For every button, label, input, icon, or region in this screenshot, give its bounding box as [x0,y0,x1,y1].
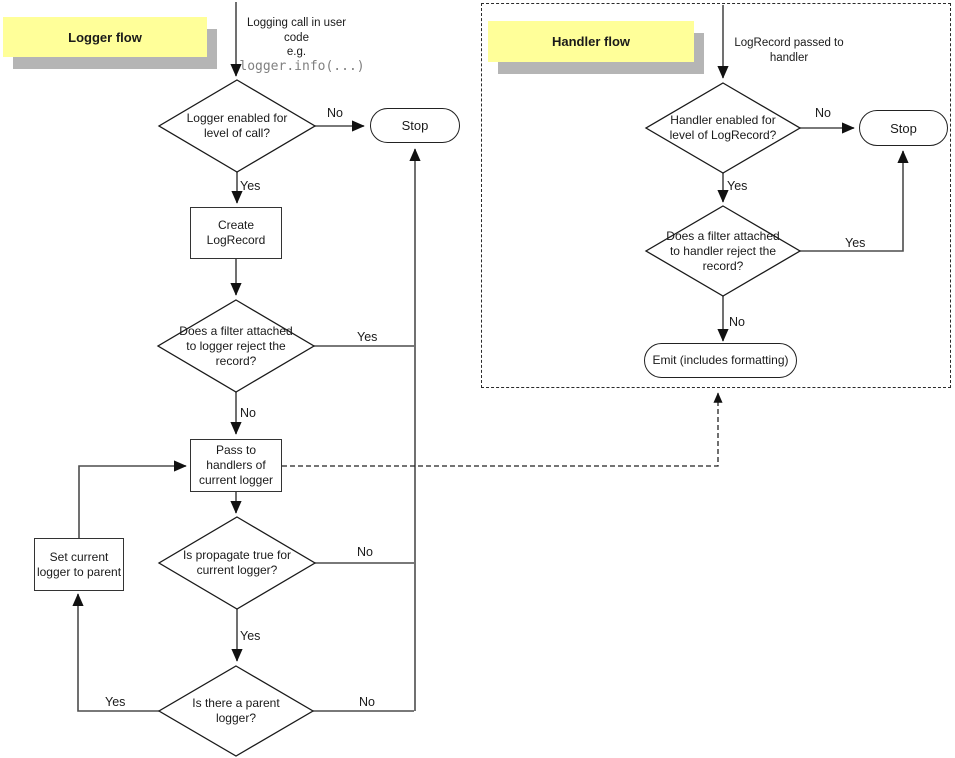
label-handler-enabled: Handler enabled for level of LogRecord? [669,113,777,142]
edge-pass-to-handler-flow-dashed [282,392,723,467]
decision-handler-filter [644,205,802,297]
decision-logger-filter [156,299,316,393]
label-parent-logger: Is there a parent logger? [192,696,280,725]
edge-label-filter-yes: Yes [357,330,378,344]
logger-start-text: Logging call in user code e.g. [246,17,347,58]
edge-parent-yes-to-setparent [72,593,159,712]
edge-label-handler-filter-no: No [729,315,745,329]
edge-setparent-to-pass [78,460,187,538]
edge-label-handler-enabled-yes: Yes [727,179,748,193]
edge-label-filter-no: No [240,406,256,420]
edge-label-propagate-yes: Yes [240,629,261,643]
logger-flow-note: Logger flow [3,17,207,57]
node-create-logrecord: Create LogRecord [190,207,282,259]
node-set-current-logger: Set current logger to parent [34,538,124,591]
decision-handler-enabled [644,82,802,174]
handler-start-text: LogRecord passed to handler [734,37,844,64]
label-handler-filter: Does a filter attached to handler reject… [666,228,780,273]
edge-label-enabled-yes: Yes [240,179,261,193]
logger-flow-note-label: Logger flow [68,29,142,45]
decision-propagate [157,516,317,610]
handler-flow-box [481,3,951,388]
handler-flow-note: Handler flow [488,21,694,62]
node-handler-stop: Stop [859,110,948,146]
label-propagate: Is propagate true for current logger? [182,548,292,577]
edge-label-handler-filter-yes: Yes [845,236,866,250]
node-pass-to-handlers: Pass to handlers of current logger [190,439,282,492]
decision-parent-logger [157,665,315,757]
node-emit: Emit (includes formatting) [644,343,797,378]
decision-logger-enabled [157,79,317,173]
edge-label-parent-no: No [359,695,375,709]
node-logger-stop: Stop [370,108,460,143]
edge-hfilter-yes-to-hstop [800,150,909,252]
edge-label-enabled-no: No [327,106,343,120]
handler-flow-note-label: Handler flow [551,34,630,49]
edge-label-propagate-no: No [357,545,373,559]
label-logger-enabled: Logger enabled for level of call? [186,111,288,140]
label-logger-filter: Does a filter attached to logger reject … [179,323,293,368]
edge-label-parent-yes: Yes [105,695,126,709]
edge-label-handler-enabled-no: No [815,106,831,120]
logger-start-code: logger.info(...) [239,59,365,74]
